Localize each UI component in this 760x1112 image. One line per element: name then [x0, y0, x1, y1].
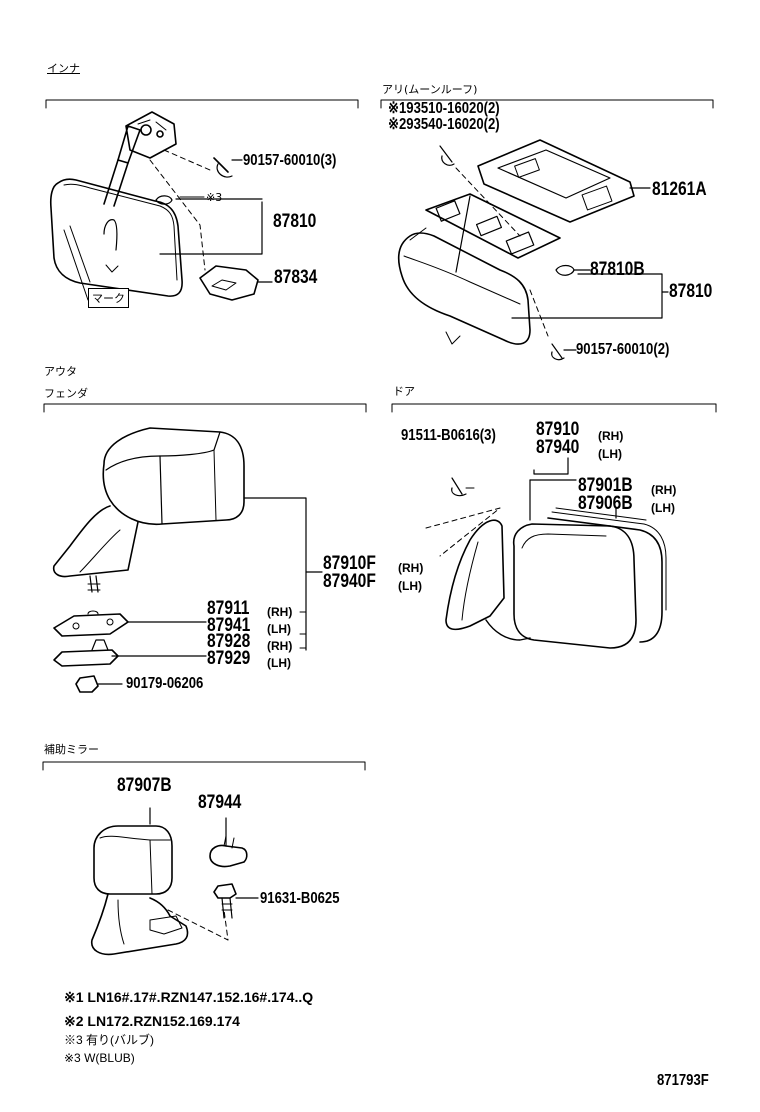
part-87941: 87941 [207, 615, 251, 636]
footnote-2: ※2 LN172.RZN152.169.174 [64, 1013, 240, 1029]
part-87901B: 87901B [578, 475, 633, 496]
section-inner: インナ [47, 62, 80, 75]
footnote-1: ※1 LN16#.17#.RZN147.152.16#.174..Q [64, 989, 314, 1005]
side-rh-87911: (RH) [267, 605, 293, 619]
section-fender: フェンダ [44, 387, 88, 400]
part-87911: 87911 [207, 598, 250, 619]
section-brackets [43, 100, 716, 770]
side-rh-87910F: (RH) [398, 561, 424, 575]
part-87929: 87929 [207, 648, 251, 669]
side-lh-87929: (LH) [267, 656, 291, 670]
footnote-3a: ※3 有り(バルブ) [64, 1033, 155, 1047]
part-87910: 87910 [536, 419, 580, 440]
moonroof-mirror [399, 140, 668, 360]
footnote-3b: ※3 W(BLUB) [64, 1051, 135, 1065]
note3-marker: ※3 [206, 191, 223, 204]
part-87906B: 87906B [578, 493, 633, 514]
part-87810-right: 87810 [669, 281, 713, 302]
part-87810-left: 87810 [273, 211, 317, 232]
part-87944: 87944 [198, 792, 242, 813]
fender-mirror [54, 428, 322, 692]
door-mirror [426, 458, 666, 648]
part-91631: 91631-B0625 [260, 890, 340, 907]
figure-id: 871793F [657, 1072, 709, 1089]
section-outer: アウタ [44, 365, 77, 378]
part-90179: 90179-06206 [126, 675, 204, 692]
side-lh-87940: (LH) [598, 447, 622, 461]
ref-93510: ※193510-16020(2) [388, 100, 500, 117]
side-lh-87941: (LH) [267, 622, 291, 636]
part-81261A: 81261A [652, 179, 707, 200]
ref-93540: ※293540-16020(2) [388, 116, 500, 133]
side-lh-87906B: (LH) [651, 501, 675, 515]
part-90157-3: 90157-60010(3) [243, 152, 337, 169]
part-87910F: 87910F [323, 553, 376, 574]
mark-label: マーク [88, 288, 129, 308]
part-87940F: 87940F [323, 571, 376, 592]
aux-mirror [92, 808, 258, 954]
part-87810B: 87810B [590, 259, 645, 280]
part-90157-2: 90157-60010(2) [576, 341, 670, 358]
section-moonroof: アリ(ムーンルーフ) [382, 83, 478, 96]
side-lh-87940F: (LH) [398, 579, 422, 593]
part-87940: 87940 [536, 437, 580, 458]
inner-mirror [51, 112, 272, 300]
section-aux-mirror: 補助ミラー [44, 743, 99, 756]
part-87928: 87928 [207, 631, 251, 652]
part-87834: 87834 [274, 267, 318, 288]
side-rh-87910: (RH) [598, 429, 624, 443]
side-rh-87928: (RH) [267, 639, 293, 653]
side-rh-87901B: (RH) [651, 483, 677, 497]
part-87907B: 87907B [117, 775, 172, 796]
section-door: ドア [393, 385, 415, 398]
part-91511: 91511-B0616(3) [401, 427, 496, 444]
